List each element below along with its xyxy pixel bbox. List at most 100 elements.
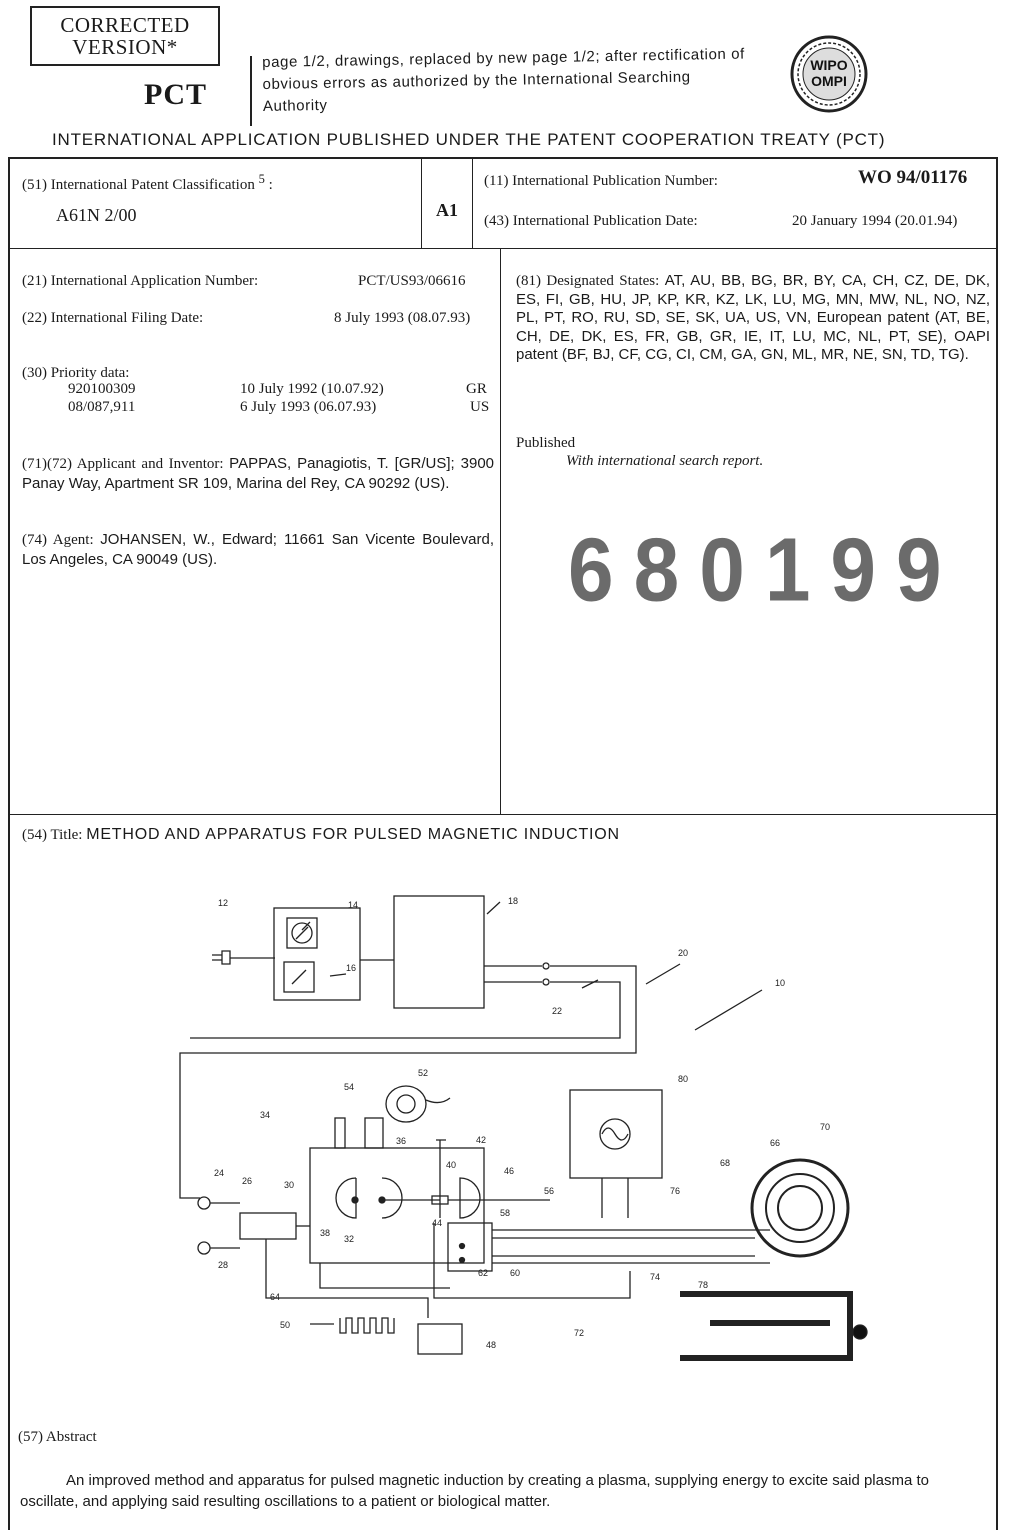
pub-number-label: (11) International Publication Number: (484, 173, 718, 189)
applicant-text: PAPPAS, Panagiotis, T. [GR/US]; 3900 Pan… (22, 455, 495, 492)
corrected-line1: CORRECTED (60, 13, 190, 37)
figure-label-36: 36 (396, 1136, 406, 1146)
col-a1-left (421, 157, 422, 249)
heater-50-icon (339, 1317, 395, 1334)
figure-label-56: 56 (544, 1186, 554, 1196)
agent-label: (74) Agent: (22, 532, 94, 548)
title-text: METHOD AND APPARATUS FOR PULSED MAGNETIC… (86, 826, 620, 843)
coupler-26 (239, 1212, 297, 1240)
header-divider (250, 56, 252, 126)
figure-label-20: 20 (678, 948, 688, 958)
agent-text: JOHANSEN, W., Edward; 11661 San Vicente … (22, 531, 494, 568)
electrode-36 (381, 1177, 403, 1219)
oscillator-80 (569, 1089, 663, 1179)
figure-label-76: 76 (670, 1186, 680, 1196)
fan-52-icon (385, 1085, 427, 1123)
figure-label-54: 54 (344, 1082, 354, 1092)
module-58 (447, 1222, 493, 1272)
figure-label-80: 80 (678, 1074, 688, 1084)
priority-2-number: 08/087,911 (68, 399, 136, 415)
priority-label: (30) Priority data: (22, 365, 130, 381)
col-a1-right (472, 157, 473, 249)
applicant-label: (71)(72) Applicant and Inventor: (22, 456, 224, 472)
abstract-text: An improved method and apparatus for pul… (20, 1472, 929, 1510)
title-label: (54) Title: (22, 827, 83, 843)
row2-bottom (8, 814, 998, 815)
coil-inner-66 (777, 1185, 823, 1231)
figure-label-38: 38 (320, 1228, 330, 1238)
frame-right (996, 157, 998, 1530)
corrected-line2: VERSION* (72, 35, 178, 59)
states-label: (81) Designated States: (516, 273, 660, 289)
treaty-title: INTERNATIONAL APPLICATION PUBLISHED UNDE… (52, 130, 886, 149)
figure-label-58: 58 (500, 1208, 510, 1218)
figure-label-52: 52 (418, 1068, 428, 1078)
figure-label-18: 18 (508, 896, 518, 906)
classification-label: (51) International Patent Classification (22, 177, 255, 193)
mid-divider (500, 248, 501, 814)
apparatus-drawing: 12 14 16 18 20 22 10 52 54 34 80 42 36 4… (179, 895, 868, 1361)
states-block: (81) Designated States: AT, AU, BB, BG, … (516, 272, 990, 365)
sine-wave-icon (599, 1118, 631, 1150)
plasma-chamber-34 (309, 1147, 485, 1264)
pub-date-label: (43) International Publication Date: (484, 213, 698, 229)
abstract-label: (57) Abstract (18, 1429, 97, 1445)
classification-label-row: (51) International Patent Classification… (22, 170, 273, 195)
filing-date-value: 8 July 1993 (08.07.93) (334, 310, 471, 326)
priority-2-date: 6 July 1993 (06.07.93) (240, 399, 377, 415)
classification-colon: : (268, 177, 273, 193)
frame-top (8, 157, 998, 159)
figure-label-78: 78 (698, 1280, 708, 1290)
figure-label-26: 26 (242, 1176, 252, 1186)
published-label: Published (516, 435, 576, 451)
figure-label-12: 12 (218, 898, 228, 908)
applicant-block: (71)(72) Applicant and Inventor: PAPPAS,… (22, 454, 494, 494)
seal-text-top: WIPO (810, 57, 847, 73)
figure-label-10: 10 (775, 978, 785, 988)
classification-value: A61N 2/00 (56, 205, 137, 225)
figure-label-16: 16 (346, 963, 356, 973)
figure-label-72: 72 (574, 1328, 584, 1338)
title-row: (54) Title: METHOD AND APPARATUS FOR PUL… (22, 825, 620, 845)
agent-block: (74) Agent: JOHANSEN, W., Edward; 11661 … (22, 530, 494, 570)
generator-box-18 (393, 895, 485, 1009)
pub-number-value: WO 94/01176 (858, 167, 968, 188)
app-number-label: (21) International Application Number: (22, 273, 259, 289)
figure-label-40: 40 (446, 1160, 456, 1170)
figure-label-74: 74 (650, 1272, 660, 1282)
meter-14 (286, 917, 318, 949)
published-text: With international search report. (566, 453, 764, 469)
seal-text-bottom: OMPI (811, 73, 847, 89)
priority-2-country: US (470, 399, 490, 415)
figure-label-64: 64 (270, 1292, 280, 1302)
figure-label-14: 14 (348, 900, 358, 910)
correction-note: page 1/2, drawings, replaced by new page… (262, 45, 746, 115)
row1-bottom (8, 248, 998, 249)
figure-label-42: 42 (476, 1135, 486, 1145)
figure-label-68: 68 (720, 1158, 730, 1168)
meter-16 (283, 961, 315, 993)
filing-date-label: (22) International Filing Date: (22, 310, 204, 326)
figure-label-30: 30 (284, 1180, 294, 1190)
electrode-38 (335, 1177, 357, 1219)
figure-label-60: 60 (510, 1268, 520, 1278)
stamp-number: 680199 (568, 520, 962, 621)
classification-superscript: 5 (258, 172, 265, 186)
figure-label-48: 48 (486, 1340, 496, 1350)
frame-left (8, 157, 10, 1530)
figure-label-22: 22 (552, 1006, 562, 1016)
pct-label: PCT (144, 78, 207, 111)
coil-middle-68 (765, 1173, 835, 1243)
figure-label-46: 46 (504, 1166, 514, 1176)
corrected-version-box: CORRECTED VERSION* (30, 6, 220, 66)
figure-label-62: 62 (478, 1268, 488, 1278)
priority-1-date: 10 July 1992 (10.07.92) (240, 381, 384, 397)
figure-label-50: 50 (280, 1320, 290, 1330)
figure-label-24: 24 (214, 1168, 224, 1178)
wipo-seal-icon: WIPO OMPI (790, 35, 868, 113)
box-48 (417, 1323, 463, 1355)
priority-1-number: 920100309 (68, 381, 136, 397)
figure-label-70: 70 (820, 1122, 830, 1132)
pub-date-value: 20 January 1994 (20.01.94) (792, 213, 958, 229)
priority-1-country: GR (466, 381, 487, 397)
